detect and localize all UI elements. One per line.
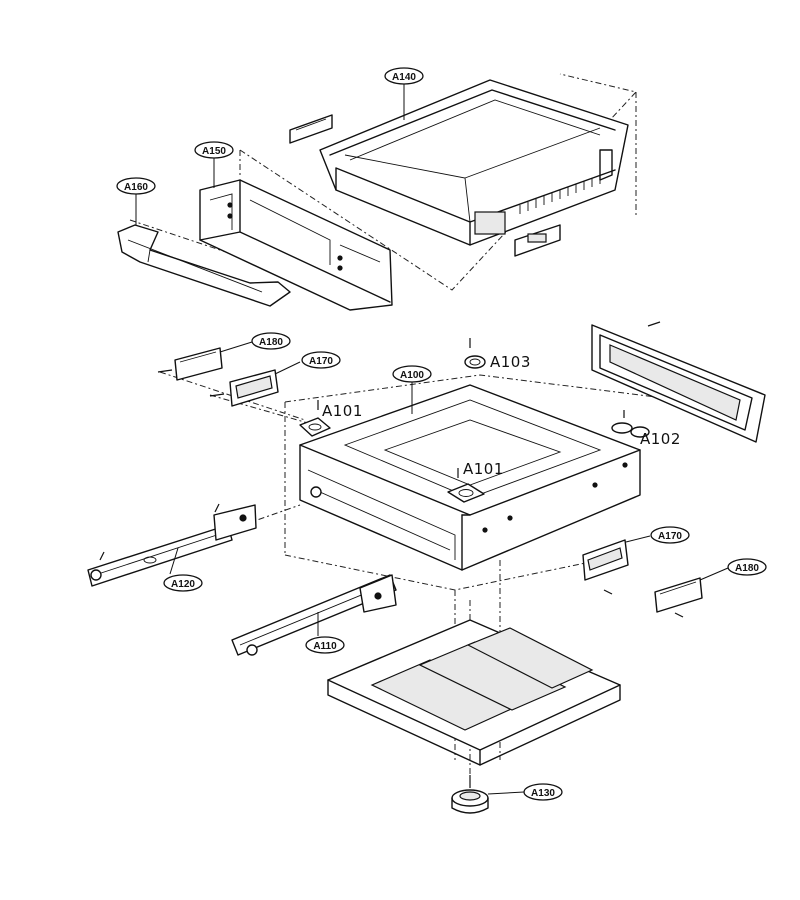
- vent-slots: [474, 175, 601, 235]
- tag-a170-upper: A170: [274, 351, 341, 375]
- front-panel-a150: [199, 179, 393, 311]
- tray-bracket-left: [289, 114, 333, 144]
- svg-text:A180: A180: [735, 563, 759, 574]
- svg-text:A180: A180: [259, 337, 283, 348]
- svg-text:A120: A120: [171, 579, 195, 590]
- svg-text:A150: A150: [202, 146, 226, 157]
- svg-text:A140: A140: [392, 72, 416, 83]
- slide-rail-a120: [87, 503, 257, 587]
- handle-a160: [117, 224, 291, 307]
- label-a102: A102: [640, 430, 681, 448]
- part-tags: A140 A150 A160 A180 A170 A100: [116, 67, 767, 801]
- bracket-a170-lower: [582, 539, 629, 595]
- svg-text:A130: A130: [531, 788, 555, 799]
- tag-a150: A150: [194, 141, 234, 188]
- bracket-a180-upper: [157, 347, 223, 381]
- tag-a160: A160: [116, 177, 156, 226]
- tag-a100: A100: [392, 365, 432, 414]
- svg-text:A170: A170: [309, 356, 333, 367]
- rear-duct: [591, 321, 766, 443]
- label-a103: A103: [490, 353, 531, 371]
- tag-a130: A130: [487, 783, 563, 801]
- bracket-a180-lower: [654, 577, 703, 618]
- slide-rail-a110: [231, 574, 397, 656]
- svg-text:A170: A170: [658, 531, 682, 542]
- svg-text:A110: A110: [313, 641, 337, 652]
- gasket-a103: [464, 338, 486, 369]
- gasket-a102: [611, 410, 650, 438]
- main-housing-a100: [299, 384, 641, 571]
- bracket-a170-upper: [209, 369, 279, 407]
- gasket-a101-left: [299, 400, 331, 437]
- svg-text:A100: A100: [400, 370, 424, 381]
- caster-a130: [451, 775, 489, 814]
- label-a101-center: A101: [463, 460, 504, 478]
- handwritten-labels: A101 A101 A102 A103: [322, 353, 681, 478]
- gasket-a101-center: [447, 468, 485, 503]
- tag-a180-upper: A180: [219, 332, 291, 353]
- tag-a140: A140: [384, 67, 424, 120]
- tag-a120: A120: [163, 547, 203, 592]
- bottom-plate: [327, 619, 621, 766]
- svg-text:A160: A160: [124, 182, 148, 193]
- tray-bracket-right: [514, 224, 561, 257]
- tag-a110: A110: [305, 612, 345, 654]
- tag-a180-lower: A180: [699, 558, 767, 581]
- tag-a170-lower: A170: [625, 526, 690, 544]
- drawer-tray-a140: [319, 79, 629, 246]
- label-a101-left: A101: [322, 402, 363, 420]
